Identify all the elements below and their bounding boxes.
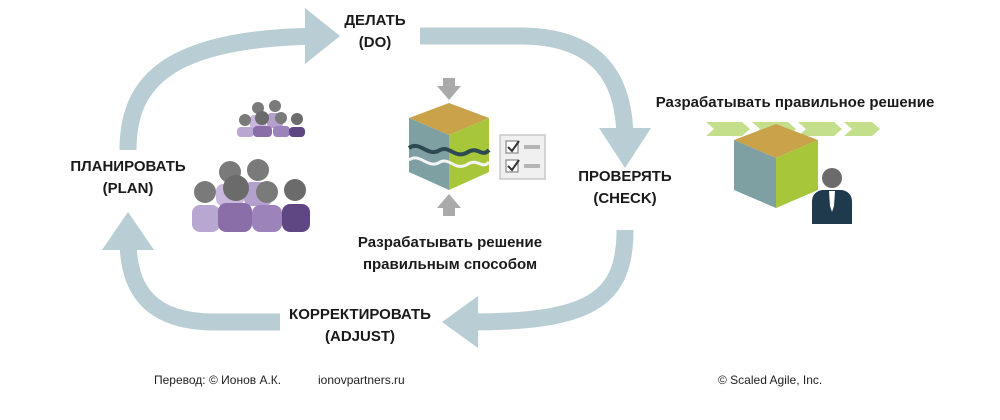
- arrow-head-plan: [102, 212, 154, 250]
- center-caption-line2: правильным способом: [362, 256, 538, 273]
- label-do: ДЕЛАТЬ (DO): [330, 10, 420, 54]
- label-do-line1: ДЕЛАТЬ: [344, 12, 406, 29]
- center-caption-line1: Разрабатывать решение: [357, 234, 543, 251]
- label-adjust-line1: КОРРЕКТИРОВАТЬ: [289, 306, 431, 323]
- cube-right: [449, 118, 489, 190]
- footer-copyright: © Scaled Agile, Inc.: [718, 373, 823, 387]
- label-do-line2: (DO): [358, 34, 392, 51]
- label-plan-line2: (PLAN): [102, 180, 154, 197]
- compress-arrow-top: [437, 86, 461, 100]
- arc-check-to-adjust: [469, 229, 634, 331]
- arrow-head-do: [305, 8, 340, 64]
- footer-translation: Перевод: © Ионов А.К.: [154, 373, 282, 387]
- center-caption: Разрабатывать решение правильным способо…: [330, 232, 570, 276]
- label-check: ПРОВЕРЯТЬ (CHECK): [565, 166, 685, 210]
- label-adjust: КОРРЕКТИРОВАТЬ (ADJUST): [280, 304, 440, 348]
- compress-arrow-bottom: [437, 194, 461, 208]
- arrow-head-adjust: [442, 296, 478, 348]
- arc-do-to-check: [420, 27, 634, 141]
- footer-site: ionovpartners.ru: [318, 373, 405, 387]
- arrow-head-check: [599, 128, 651, 168]
- label-plan-line1: ПЛАНИРОВАТЬ: [70, 158, 186, 175]
- cube-top: [409, 103, 489, 135]
- cube-left: [409, 118, 449, 190]
- arc-plan-to-do: [119, 27, 321, 151]
- label-check-line2: (CHECK): [593, 190, 657, 207]
- label-adjust-line2: (ADJUST): [325, 328, 395, 345]
- label-plan: ПЛАНИРОВАТЬ (PLAN): [58, 156, 198, 200]
- label-check-line1: ПРОВЕРЯТЬ: [578, 168, 672, 185]
- arc-adjust-to-plan: [119, 239, 280, 331]
- right-title: Разрабатывать правильное решение: [655, 94, 935, 111]
